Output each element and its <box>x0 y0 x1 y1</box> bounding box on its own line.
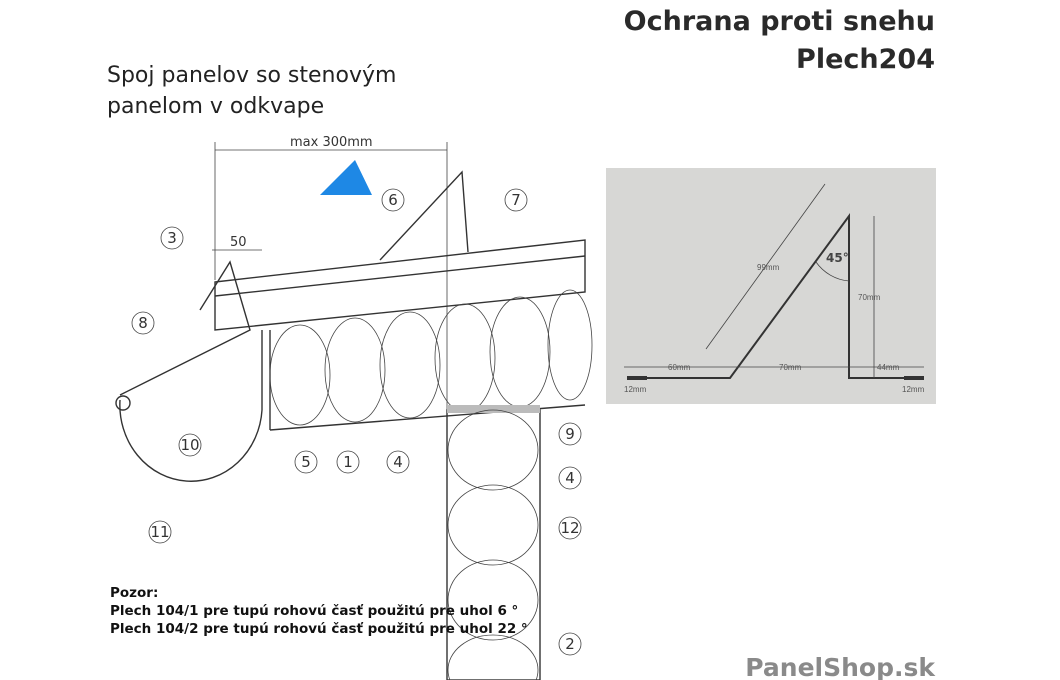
svg-text:4: 4 <box>565 469 575 487</box>
blue-triangle-icon <box>320 160 372 195</box>
note-line1: Plech 104/1 pre tupú rohovú časť použitú… <box>110 603 518 619</box>
callout: 4 <box>386 450 410 474</box>
callout: 8 <box>131 311 155 335</box>
header-title: Ochrana proti snehu <box>624 6 935 37</box>
callout: 1 <box>336 450 360 474</box>
svg-text:1: 1 <box>343 453 353 471</box>
section-drawing: max 300mm 50 3 8 6 7 <box>115 135 593 680</box>
profile-drawing: 99mm 45° 70mm 60mm 70mm 44mm 12mm 12mm <box>606 168 936 404</box>
subtitle-line1: Spoj panelov so stenovým <box>107 63 396 88</box>
height-label: 70mm <box>858 293 881 302</box>
header-product: Plech204 <box>796 44 935 75</box>
note-line2: Plech 104/2 pre tupú rohovú časť použitú… <box>110 621 528 637</box>
callout: 3 <box>160 226 184 250</box>
svg-text:6: 6 <box>388 191 398 209</box>
svg-text:5: 5 <box>301 453 311 471</box>
svg-text:12: 12 <box>560 519 579 537</box>
callout: 7 <box>504 188 528 212</box>
angle-label: 45° <box>826 251 849 265</box>
right-hem-label: 12mm <box>902 385 925 394</box>
callout: 5 <box>294 450 318 474</box>
panelshop-logo: PanelShop.sk <box>745 653 936 680</box>
callout: 9 <box>558 422 582 446</box>
svg-text:9: 9 <box>565 425 575 443</box>
slope-length: 99mm <box>757 263 780 272</box>
callout: 4 <box>558 466 582 490</box>
svg-text:2: 2 <box>565 635 575 653</box>
subtitle-line2: panelom v odkvape <box>107 94 324 119</box>
max-dimension-label: max 300mm <box>290 135 373 150</box>
right-flange-label: 44mm <box>877 363 900 372</box>
svg-text:4: 4 <box>393 453 403 471</box>
left-hem-label: 12mm <box>624 385 647 394</box>
svg-text:8: 8 <box>138 314 148 332</box>
svg-text:7: 7 <box>511 191 521 209</box>
callout: 2 <box>558 632 582 656</box>
svg-text:3: 3 <box>167 229 177 247</box>
callout: 6 <box>381 188 405 212</box>
callout: 12 <box>558 516 582 540</box>
base-label: 70mm <box>779 363 802 372</box>
callout: 10 <box>178 433 202 457</box>
note-heading: Pozor: <box>110 585 158 601</box>
left-flange-label: 60mm <box>668 363 691 372</box>
svg-text:10: 10 <box>180 436 199 454</box>
svg-text:11: 11 <box>150 523 169 541</box>
callout: 11 <box>148 520 172 544</box>
dimension-50: 50 <box>230 235 247 250</box>
